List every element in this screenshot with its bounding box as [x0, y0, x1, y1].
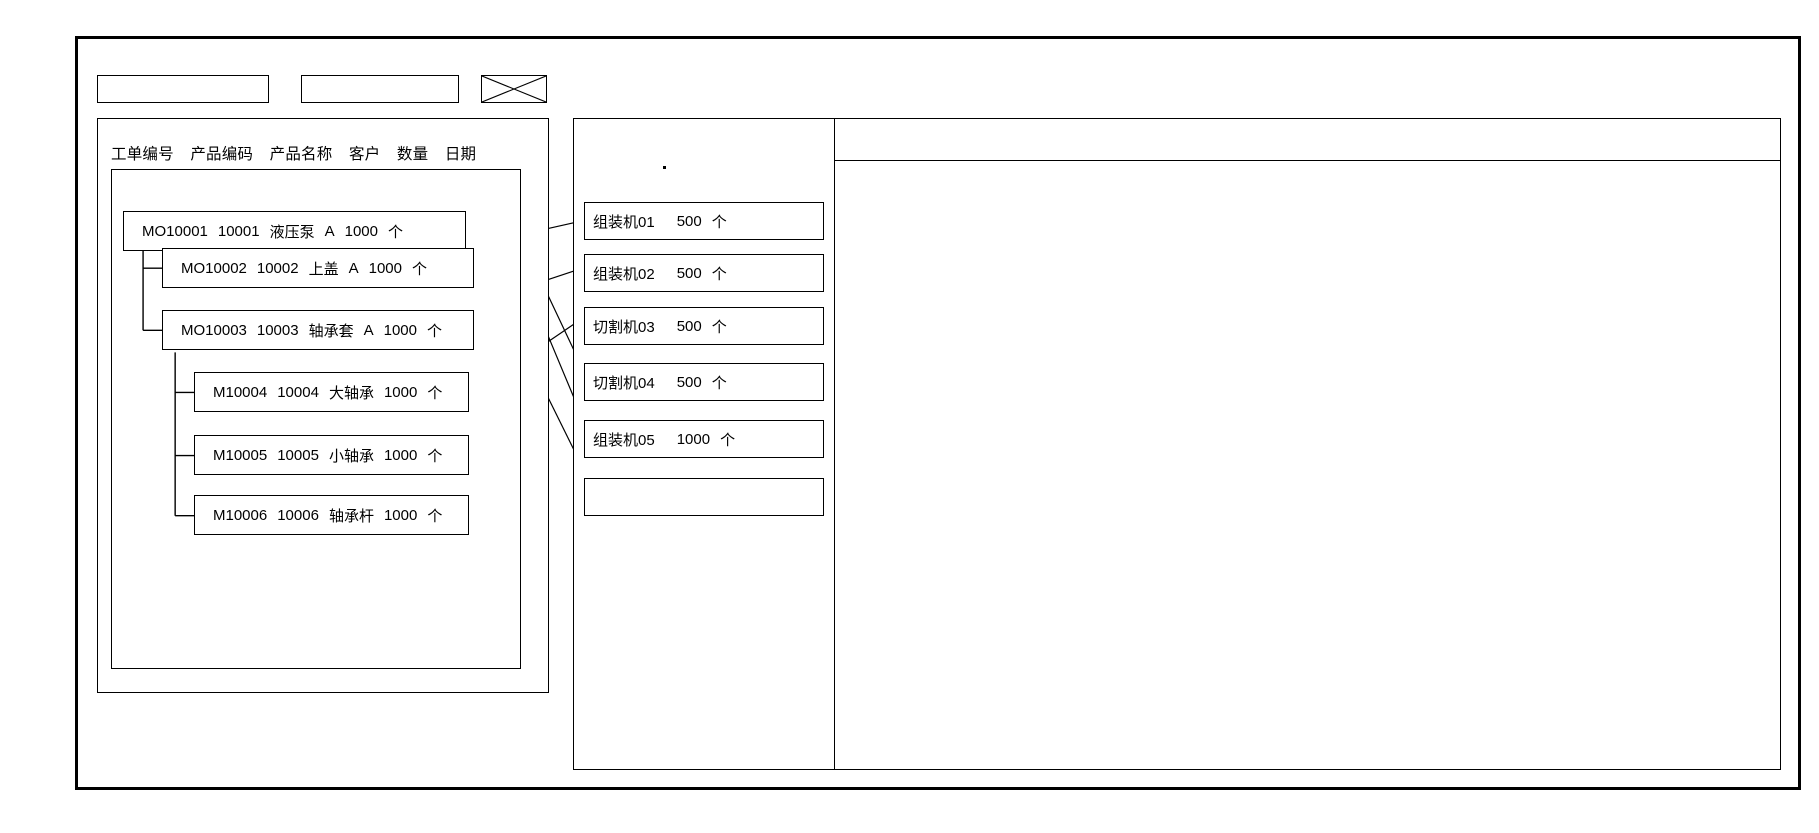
cross-glyph [482, 76, 546, 102]
row-customer: A [348, 259, 359, 277]
machine-name: 切割机04 [593, 374, 655, 392]
row-qty: 1000 [383, 321, 417, 339]
detail-panel-divider [835, 160, 1780, 161]
list-item[interactable]: 组装机05 1000 个 [584, 420, 824, 458]
row-unit: 个 [388, 223, 404, 241]
table-row[interactable]: M10004 10004 大轴承 1000 个 [194, 372, 469, 412]
row-product-name: 上盖 [308, 260, 339, 278]
close-icon[interactable] [481, 75, 547, 103]
row-unit: 个 [427, 447, 443, 465]
machine-unit: 个 [711, 265, 727, 283]
row-order-no: MO10002 [181, 259, 247, 277]
machine-unit: 个 [711, 213, 727, 231]
row-product-code: 10005 [277, 446, 319, 464]
list-item[interactable]: 切割机04 500 个 [584, 363, 824, 401]
row-customer: A [363, 321, 374, 339]
toolbar-button-1[interactable] [97, 75, 269, 103]
row-product-name: 液压泵 [269, 223, 315, 241]
toolbar-button-2[interactable] [301, 75, 459, 103]
row-qty: 1000 [383, 446, 418, 464]
row-qty: 1000 [344, 222, 378, 240]
row-product-code: 10003 [256, 321, 299, 339]
table-row[interactable]: MO10003 10003 轴承套 A 1000 个 [162, 310, 474, 350]
machine-allocation-panel: 组装机01 500 个 组装机02 500 个 切割机03 500 个 切割机0… [573, 118, 835, 770]
row-order-no: M10004 [213, 383, 268, 401]
row-order-no: MO10001 [142, 222, 208, 240]
machine-name: 组装机02 [593, 265, 655, 283]
table-row[interactable]: MO10002 10002 上盖 A 1000 个 [162, 248, 474, 288]
machine-unit: 个 [711, 374, 727, 392]
machine-unit: 个 [711, 318, 727, 336]
row-order-no: MO10003 [181, 321, 247, 339]
dot-marker [663, 166, 666, 169]
list-item[interactable]: 切割机03 500 个 [584, 307, 824, 345]
machine-qty: 500 [676, 317, 702, 335]
row-order-no: M10006 [213, 506, 268, 524]
machine-qty: 500 [676, 264, 702, 282]
machine-qty: 1000 [676, 430, 711, 448]
work-order-column-headers: 工单编号 产品编码 产品名称 客户 数量 日期 [111, 142, 476, 164]
row-qty: 1000 [383, 506, 418, 524]
machine-qty: 500 [676, 373, 702, 391]
column-header-order-no: 工单编号 [111, 146, 174, 163]
row-product-code: 10004 [277, 383, 319, 401]
list-item-empty[interactable] [584, 478, 824, 516]
work-order-panel: 工单编号 产品编码 产品名称 客户 数量 日期 [97, 118, 549, 693]
work-order-tree: MO10001 10001 液压泵 A 1000 个 MO10002 10002… [111, 169, 521, 669]
column-header-product-name: 产品名称 [269, 146, 333, 163]
row-product-name: 大轴承 [328, 384, 374, 402]
toolbar [97, 75, 547, 103]
row-unit: 个 [427, 384, 443, 402]
table-row[interactable]: MO10001 10001 液压泵 A 1000 个 [123, 211, 466, 251]
application-window: 工单编号 产品编码 产品名称 客户 数量 日期 [75, 36, 1801, 790]
row-unit: 个 [412, 260, 428, 278]
table-row[interactable]: M10006 10006 轴承杆 1000 个 [194, 495, 469, 535]
row-product-name: 小轴承 [328, 447, 374, 465]
row-order-no: M10005 [213, 446, 268, 464]
row-product-name: 轴承杆 [328, 507, 374, 525]
row-qty: 1000 [383, 383, 418, 401]
row-unit: 个 [427, 507, 443, 525]
column-header-qty: 数量 [396, 146, 429, 163]
machine-name: 组装机01 [593, 213, 655, 231]
row-unit: 个 [427, 322, 443, 340]
list-item[interactable]: 组装机01 500 个 [584, 202, 824, 240]
column-header-customer: 客户 [348, 146, 381, 163]
row-product-code: 10002 [256, 259, 299, 277]
row-qty: 1000 [368, 259, 402, 277]
machine-name: 组装机05 [593, 431, 655, 449]
detail-panel [835, 118, 1781, 770]
machine-name: 切割机03 [593, 318, 655, 336]
row-product-code: 10001 [217, 222, 260, 240]
panels-container: 工单编号 产品编码 产品名称 客户 数量 日期 [97, 118, 1781, 770]
row-product-name: 轴承套 [308, 322, 354, 340]
column-header-date: 日期 [444, 146, 477, 163]
list-item[interactable]: 组装机02 500 个 [584, 254, 824, 292]
table-row[interactable]: M10005 10005 小轴承 1000 个 [194, 435, 469, 475]
row-product-code: 10006 [277, 506, 319, 524]
row-customer: A [324, 222, 335, 240]
column-header-product-code: 产品编码 [190, 146, 254, 163]
machine-unit: 个 [720, 431, 736, 449]
machine-qty: 500 [676, 212, 702, 230]
